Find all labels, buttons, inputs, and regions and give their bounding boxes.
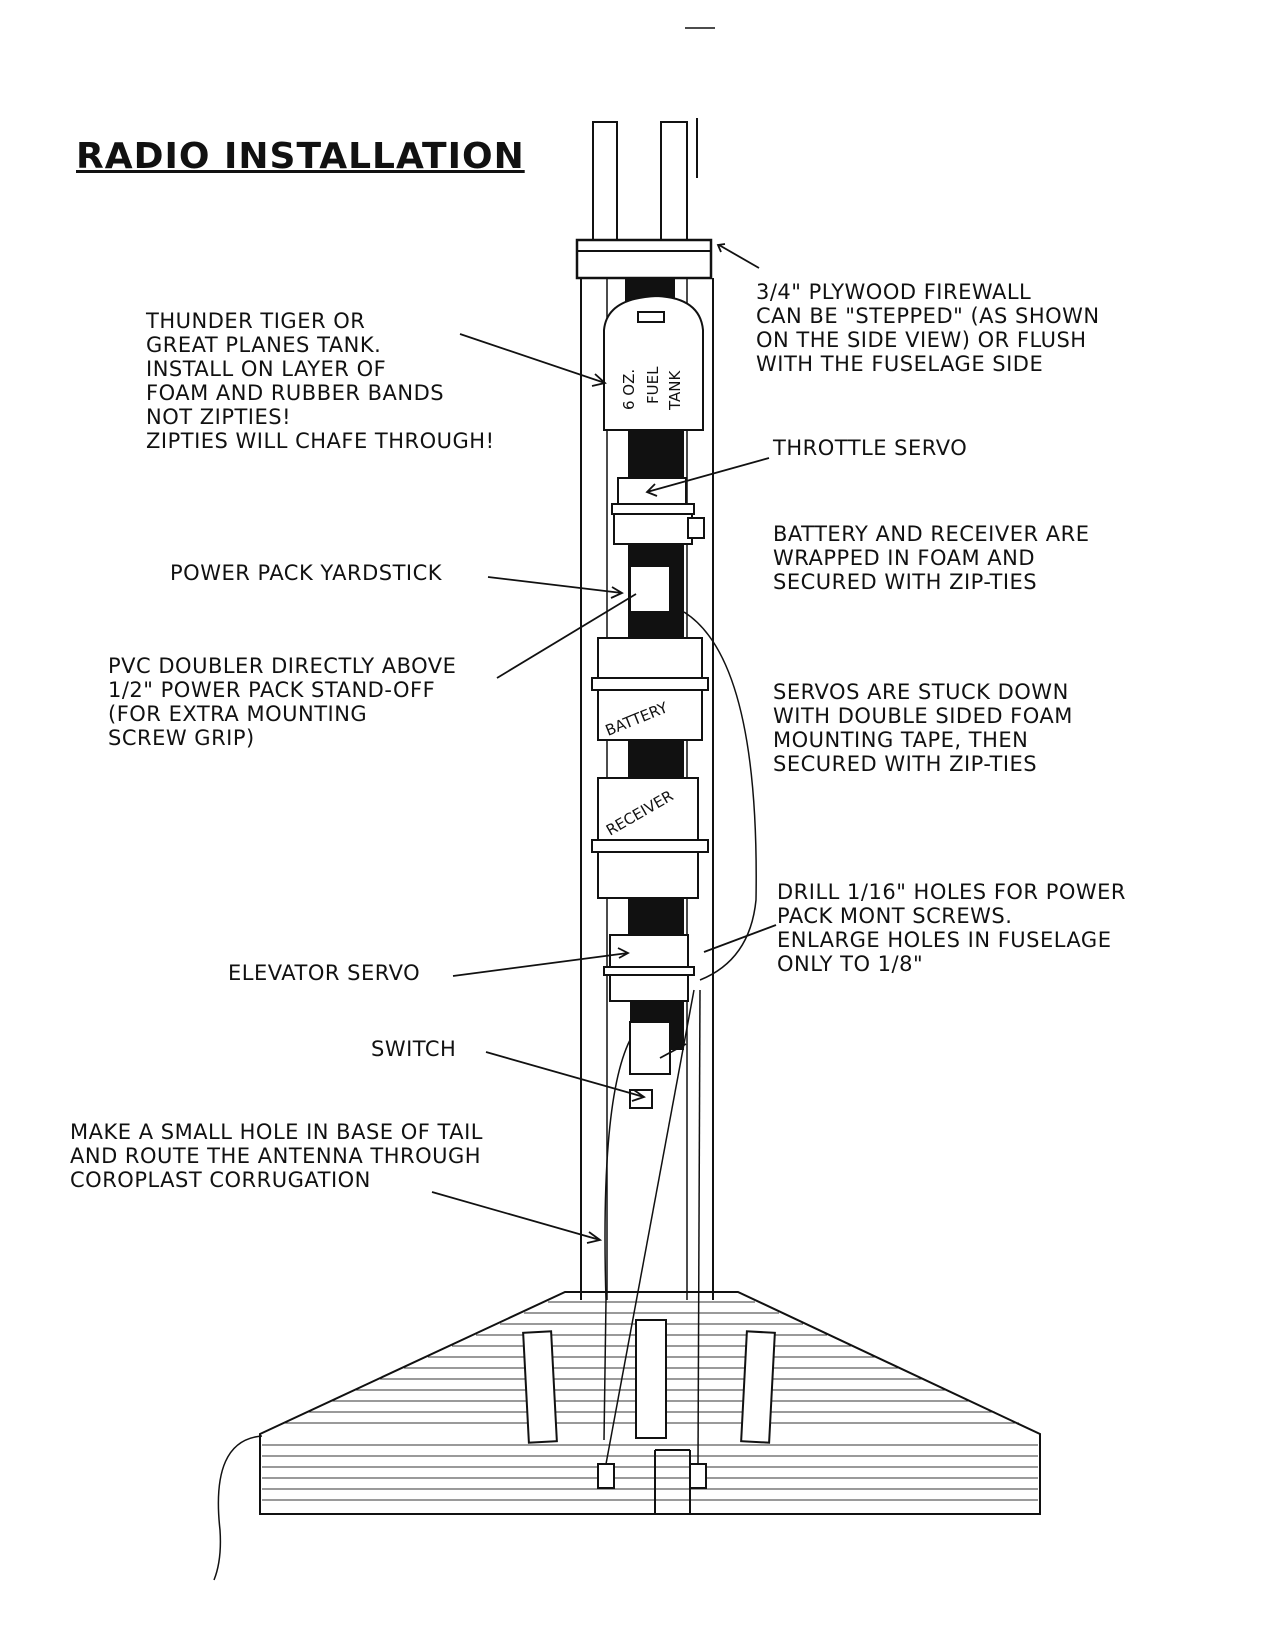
battery: [597, 637, 703, 679]
elevator-servo: [609, 934, 689, 968]
tank-note-line: FOAM AND RUBBER BANDS: [146, 381, 445, 405]
servos-note: SERVOS ARE STUCK DOWN WITH DOUBLE SIDED …: [773, 680, 1073, 776]
battery-receiver-note-line: BATTERY AND RECEIVER ARE: [773, 522, 1090, 546]
throttle-servo-label: THROTTLE SERVO: [773, 436, 968, 460]
tank-note-line: INSTALL ON LAYER OF: [146, 357, 387, 381]
tank-note-line: THUNDER TIGER OR: [146, 309, 366, 333]
tank-label-line-1: 6 OZ.: [620, 369, 638, 410]
firewall: [575, 238, 713, 280]
pvc-note-line: SCREW GRIP): [108, 726, 255, 750]
firewall-note: 3/4" PLYWOOD FIREWALL CAN BE "STEPPED" (…: [756, 280, 1100, 376]
power-pack-note: POWER PACK YARDSTICK: [170, 561, 442, 585]
battery-receiver-note: BATTERY AND RECEIVER ARE WRAPPED IN FOAM…: [773, 522, 1089, 594]
firewall-note-line: CAN BE "STEPPED" (AS SHOWN: [756, 304, 1100, 328]
antenna-note-line: MAKE A SMALL HOLE IN BASE OF TAIL: [70, 1120, 483, 1144]
battery-receiver-note-line: WRAPPED IN FOAM AND: [773, 546, 1036, 570]
elevator-servo-label: ELEVATOR SERVO: [228, 961, 421, 985]
leader-arrows: [431, 243, 777, 1244]
tank-note-line: ZIPTIES WILL CHAFE THROUGH!: [146, 429, 495, 453]
switch-label: SWITCH: [371, 1037, 457, 1061]
drill-note-line: PACK MONT SCREWS.: [777, 904, 1013, 928]
motor-mount: [592, 27, 715, 241]
switch-note: SWITCH: [371, 1037, 456, 1061]
drill-note-line: ONLY TO 1/8": [777, 952, 924, 976]
firewall-note-line: ON THE SIDE VIEW) OR FLUSH: [756, 328, 1087, 352]
switch: [629, 1021, 671, 1075]
pvc-note-line: (FOR EXTRA MOUNTING: [108, 702, 368, 726]
tank-note: THUNDER TIGER OR GREAT PLANES TANK. INST…: [146, 309, 495, 453]
servos-note-line: MOUNTING TAPE, THEN: [773, 728, 1029, 752]
pvc-note-line: 1/2" POWER PACK STAND-OFF: [108, 678, 436, 702]
power-pack-yardstick: [629, 565, 671, 613]
drill-note-line: DRILL 1/16" HOLES FOR POWER: [777, 880, 1127, 904]
firewall-note-line: 3/4" PLYWOOD FIREWALL: [756, 280, 1032, 304]
throttle-servo-note: THROTTLE SERVO: [773, 436, 967, 460]
battery-receiver-note-line: SECURED WITH ZIP-TIES: [773, 570, 1038, 594]
antenna-note-line: COROPLAST CORRUGATION: [70, 1168, 371, 1192]
tank-label-line-2: FUEL: [644, 366, 662, 404]
elevator-servo-note: ELEVATOR SERVO: [228, 961, 420, 985]
tank-label-line-3: TANK: [666, 370, 684, 411]
pvc-note-line: PVC DOUBLER DIRECTLY ABOVE: [108, 654, 457, 678]
tail: [259, 1291, 1041, 1515]
antenna-note-line: AND ROUTE THE ANTENNA THROUGH: [70, 1144, 482, 1168]
antenna-wire: [213, 611, 757, 1581]
drill-note: DRILL 1/16" HOLES FOR POWER PACK MONT SC…: [777, 880, 1126, 976]
tank-note-line: NOT ZIPTIES!: [146, 405, 292, 429]
antenna-note: MAKE A SMALL HOLE IN BASE OF TAIL AND RO…: [70, 1120, 483, 1192]
power-pack-label: POWER PACK YARDSTICK: [170, 561, 443, 585]
page-title: RADIO INSTALLATION: [76, 136, 525, 177]
receiver: [597, 777, 699, 841]
pvc-doubler-note: PVC DOUBLER DIRECTLY ABOVE 1/2" POWER PA…: [108, 654, 456, 750]
firewall-note-line: WITH THE FUSELAGE SIDE: [756, 352, 1044, 376]
tank-note-line: GREAT PLANES TANK.: [146, 333, 382, 357]
servos-note-line: WITH DOUBLE SIDED FOAM: [773, 704, 1073, 728]
fuel-tank: [603, 294, 704, 431]
servos-note-line: SECURED WITH ZIP-TIES: [773, 752, 1038, 776]
servos-note-line: SERVOS ARE STUCK DOWN: [773, 680, 1069, 704]
pushrods: [605, 989, 701, 1465]
drill-note-line: ENLARGE HOLES IN FUSELAGE: [777, 928, 1112, 952]
